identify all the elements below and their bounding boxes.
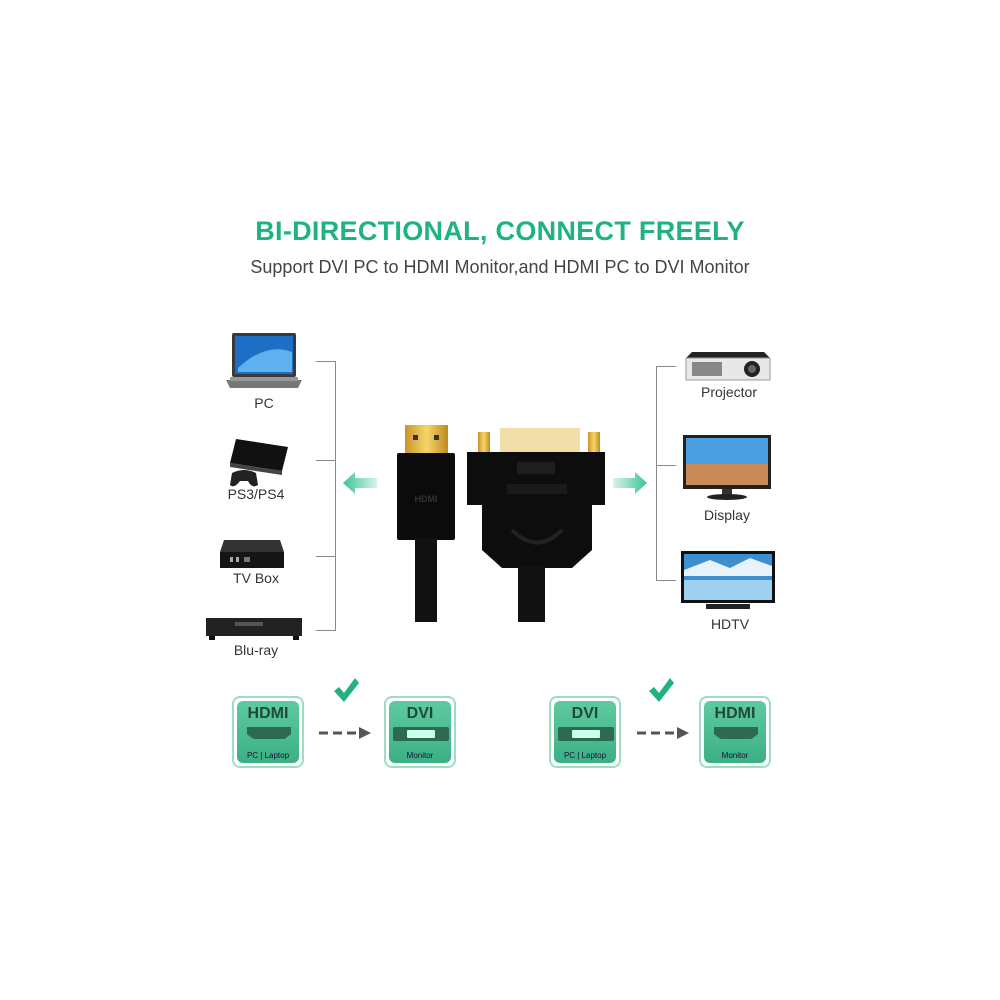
- hdmi-port-icon: [247, 727, 291, 739]
- tv-box-icon: [220, 540, 284, 568]
- bracket-tick: [656, 580, 676, 581]
- subtitle: Support DVI PC to HDMI Monitor,and HDMI …: [250, 257, 750, 277]
- bracket-tick: [316, 361, 336, 362]
- bracket-line-left: [335, 361, 336, 631]
- bracket-line-right: [656, 366, 657, 581]
- source-label-tvbox: TV Box: [233, 570, 279, 586]
- flow2-source-sub: PC | Laptop: [563, 751, 607, 760]
- tv-icon: [681, 551, 775, 609]
- game-console-icon: [230, 439, 288, 487]
- flow1-target-dvi-monitor: DVI Monitor: [384, 696, 456, 768]
- hdmi-port-icon: [714, 727, 758, 739]
- display-label-display: Display: [704, 507, 750, 523]
- bracket-tick: [316, 460, 336, 461]
- dvi-port-icon: [558, 727, 614, 741]
- bracket-tick: [316, 630, 336, 631]
- source-label-bluray: Blu-ray: [233, 642, 279, 658]
- blu-ray-player-icon: [206, 618, 302, 640]
- dashed-arrow-icon: [319, 727, 371, 739]
- monitor-icon: [683, 435, 771, 500]
- projector-icon: [685, 352, 771, 381]
- flow2-source-title: DVI: [571, 705, 599, 722]
- source-label-ps: PS3/PS4: [227, 486, 285, 502]
- flow1-source-sub: PC | Laptop: [246, 751, 290, 760]
- source-label-pc: PC: [254, 395, 274, 411]
- page-title: BI-DIRECTIONAL, CONNECT FREELY: [255, 216, 745, 246]
- checkmark-icon: [334, 678, 359, 702]
- arrow-left-icon: [343, 472, 377, 494]
- flow1-source-hdmi-pc: HDMI PC | Laptop: [232, 696, 304, 768]
- flow1-source-title: HDMI: [247, 705, 289, 722]
- flow1-target-sub: Monitor: [406, 751, 434, 760]
- hdmi-logo: HDMI: [415, 494, 438, 504]
- flow2-target-hdmi-monitor: HDMI Monitor: [699, 696, 771, 768]
- bracket-tick: [656, 366, 676, 367]
- flow2-target-sub: Monitor: [721, 751, 749, 760]
- display-label-hdtv: HDTV: [710, 616, 750, 632]
- hdmi-dvi-adapter-image: HDMI: [397, 425, 605, 622]
- dvi-port-icon: [393, 727, 449, 741]
- dashed-arrow-icon: [637, 727, 689, 739]
- checkmark-icon: [649, 678, 674, 702]
- arrow-right-icon: [613, 472, 647, 494]
- bracket-tick: [656, 465, 676, 466]
- flow2-source-dvi-pc: DVI PC | Laptop: [549, 696, 621, 768]
- display-label-projector: Projector: [700, 384, 758, 400]
- flow2-target-title: HDMI: [714, 705, 756, 722]
- laptop-icon: [226, 333, 302, 388]
- flow1-target-title: DVI: [406, 705, 434, 722]
- bracket-tick: [316, 556, 336, 557]
